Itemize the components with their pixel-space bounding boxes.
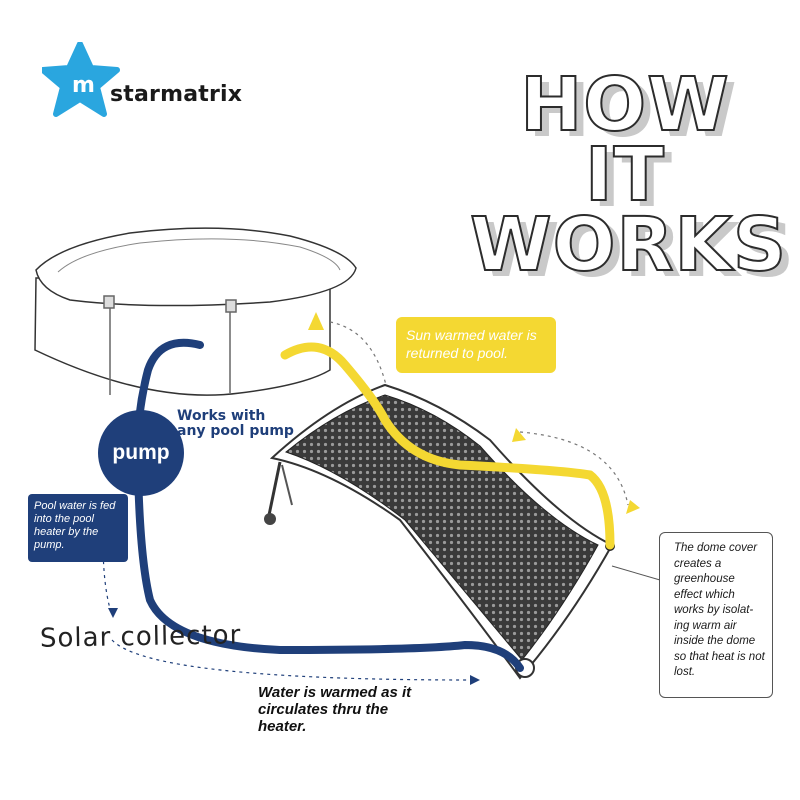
title-line-1: HOW IT: [519, 62, 730, 218]
solar-heater: [264, 383, 615, 680]
flow-arrow-icon: [470, 675, 480, 685]
solar-collector-label: Solar collector: [39, 620, 242, 654]
return-description: Sun warmed water is returned to pool.: [396, 317, 556, 373]
pool: [34, 227, 357, 396]
flow-arrow-icon: [626, 500, 640, 514]
title-line-2: WORKS: [469, 202, 788, 288]
brand-name: starmatrix: [110, 82, 243, 107]
page-title: HOW IT WORKS: [469, 62, 788, 288]
svg-text:m: m: [72, 73, 95, 98]
pump-compatibility-note: Works with any pool pump: [177, 408, 294, 439]
pump-label: pump: [98, 410, 184, 496]
star-logo-icon: m: [42, 42, 120, 117]
callout-leader: [611, 565, 661, 581]
warming-description: Water is warmed as it circulates thru th…: [258, 684, 412, 735]
dome-description: The dome cover creates a greenhouse effe…: [659, 532, 773, 698]
flow-arrow-icon: [108, 608, 118, 618]
brand-logo: m: [42, 42, 120, 117]
cold-water-pipe: [133, 338, 524, 672]
flow-arrow-icon: [512, 428, 526, 442]
warm-water-pipe: [280, 342, 615, 550]
pump-description: Pool water is fed into the pool heater b…: [28, 494, 128, 562]
flow-arrow-icon: [308, 312, 324, 330]
